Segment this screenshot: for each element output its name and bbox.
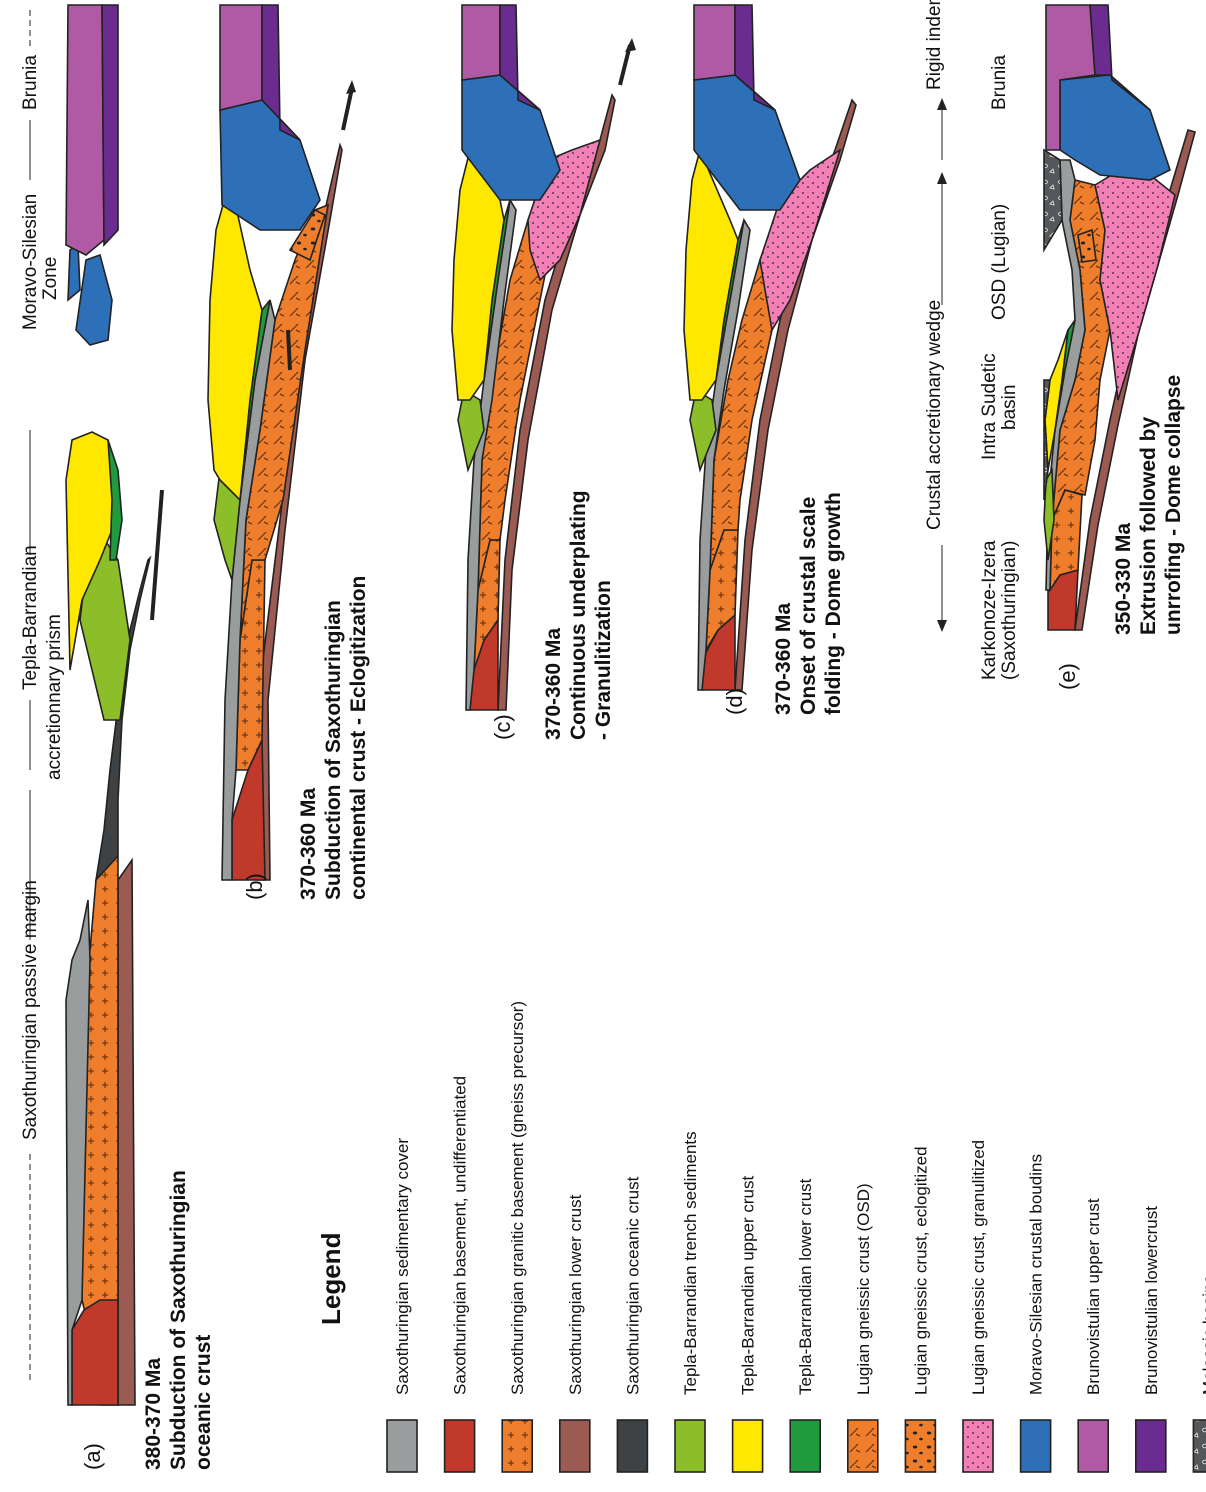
legend: Legend Saxothuringian sedimentary cover S…: [316, 1001, 1206, 1472]
c-caption-line1: Continuous underplating: [567, 490, 590, 740]
legend-swatch: [963, 1420, 993, 1472]
legend-label: Saxothuringian oceanic crust: [623, 1176, 642, 1395]
label-passive-margin: Saxothuringian passive margin: [20, 880, 41, 1140]
legend-label: Brunovistulian upper crust: [1084, 1198, 1103, 1395]
legend-swatch: [1193, 1420, 1206, 1472]
legend-label: Saxothuringian lower crust: [566, 1194, 585, 1395]
label-brunia-bottom: Brunia: [989, 55, 1010, 110]
legend-swatch: [905, 1420, 935, 1472]
legend-label: Molassic basins: [1199, 1275, 1206, 1395]
b-caption-line2: continental crust - Eclogitization: [347, 576, 370, 900]
legend-label: Saxothuringian basement, undifferentiate…: [451, 1076, 470, 1395]
b-bv-upper-crust: [220, 5, 262, 110]
legend-swatch: [617, 1420, 647, 1472]
legend-label: Lugian gneissic crust (OSD): [854, 1183, 873, 1395]
legend-swatch: [1078, 1420, 1108, 1472]
c-age: 370-360 Ma: [542, 628, 565, 740]
legend-swatch: [502, 1420, 532, 1472]
e-caption-line1: Extrusion followed by: [1137, 416, 1160, 635]
legend-swatch: [675, 1420, 705, 1472]
label-karkonoze-2: (Saxothuringian): [999, 541, 1020, 680]
b-age: 370-360 Ma: [297, 788, 320, 900]
c-bv-upper-crust: [462, 5, 500, 80]
a-caption-line1: Subduction of Saxothuringian: [167, 1170, 190, 1470]
legend-swatch: [1021, 1420, 1051, 1472]
legend-label: Moravo-Silesian crustal boudins: [1027, 1154, 1046, 1395]
label-moravo-silesian-2: Zone: [40, 257, 61, 300]
legend-title: Legend: [316, 1233, 346, 1325]
a-caption-line2: oceanic crust: [192, 1335, 215, 1470]
label-karkonoze-1: Karkonoze-Izera: [979, 540, 1000, 680]
legend-label: Tepla-Barrandian lower crust: [796, 1178, 815, 1395]
panel-e: Crustal accretionary wedge Rigid indento…: [924, 0, 1195, 690]
e-eclogitized: [1078, 230, 1096, 262]
e-boudins: [1060, 75, 1170, 180]
legend-swatch: [560, 1420, 590, 1472]
b-letter: (b): [242, 873, 267, 900]
top-labels: Saxothuringian passive margin accretionn…: [20, 10, 65, 1380]
a-basement: [72, 1300, 118, 1405]
legend-label: Lugian gneissic crust, granulitized: [969, 1140, 988, 1395]
panel-b: (b) 370-360 Ma Subduction of Saxothuring…: [208, 5, 370, 900]
a-bv-upper-crust: [66, 5, 104, 255]
a-age: 380-370 Ma: [142, 1358, 165, 1470]
legend-label: Tepla-Barrandian upper crust: [739, 1175, 758, 1395]
b-caption-line1: Subduction of Saxothuringian: [322, 600, 345, 900]
label-intra-sudetic-1: Intra Sudetic: [979, 353, 1000, 460]
d-caption-line2: folding - Dome growth: [822, 492, 845, 715]
label-rigid-indentor: Rigid indentor: [924, 0, 945, 90]
label-accretionary-prism: accretionnary prism: [44, 614, 65, 780]
e-caption-line2: unrrofing - Dome collapse: [1162, 375, 1185, 635]
label-crustal-wedge: Crustal accretionary wedge: [924, 300, 945, 530]
e-letter: (e): [1055, 663, 1080, 690]
legend-swatch: [1136, 1420, 1166, 1472]
label-intra-sudetic-2: basin: [999, 385, 1020, 430]
legend-label: Saxothuringian granitic basement (gneiss…: [508, 1001, 527, 1395]
a-letter: (a): [80, 1443, 105, 1470]
label-moravo-silesian-1: Moravo-Silesian: [20, 194, 41, 330]
panel-c: (c) 370-360 Ma Continuous underplating -…: [452, 5, 636, 740]
label-tepla-barrandian: Tepla-Barrandian: [20, 545, 41, 690]
legend-label: Tepla-Barrandian trench sediments: [681, 1131, 700, 1395]
e-age: 350-330 Ma: [1112, 523, 1135, 635]
legend-swatch: [445, 1420, 475, 1472]
c-caption-line2: - Granulitization: [592, 580, 615, 740]
d-caption-line1: Onset of crustal scale: [797, 497, 820, 715]
c-letter: (c): [490, 714, 515, 740]
legend-swatch: [848, 1420, 878, 1472]
label-brunia-top: Brunia: [20, 55, 41, 110]
e-granulitized: [1095, 170, 1175, 400]
legend-label: Saxothuringian sedimentary cover: [393, 1138, 412, 1395]
panel-e-labels: Crustal accretionary wedge Rigid indento…: [924, 0, 1020, 680]
d-bv-upper-crust: [694, 5, 735, 80]
b-boudins: [220, 100, 320, 230]
legend-swatch: [387, 1420, 417, 1472]
legend-swatch: [733, 1420, 763, 1472]
panel-d: (d) 370-360 Ma Onset of crustal scale fo…: [684, 5, 856, 715]
legend-label: Lugian gneissic crust, eclogitized: [911, 1146, 930, 1395]
legend-swatch: [790, 1420, 820, 1472]
a-boudins: [68, 245, 112, 345]
legend-label: Brunovistulian lowercrust: [1142, 1206, 1161, 1395]
d-age: 370-360 Ma: [772, 603, 795, 715]
a-bv-lower-crust: [102, 5, 118, 245]
a-lower-crust: [118, 860, 135, 1405]
d-letter: (d): [722, 688, 747, 715]
panel-a: (a) 380-370 Ma Subduction of Saxothuring…: [66, 5, 215, 1470]
label-osd: OSD (Lugian): [989, 204, 1010, 320]
